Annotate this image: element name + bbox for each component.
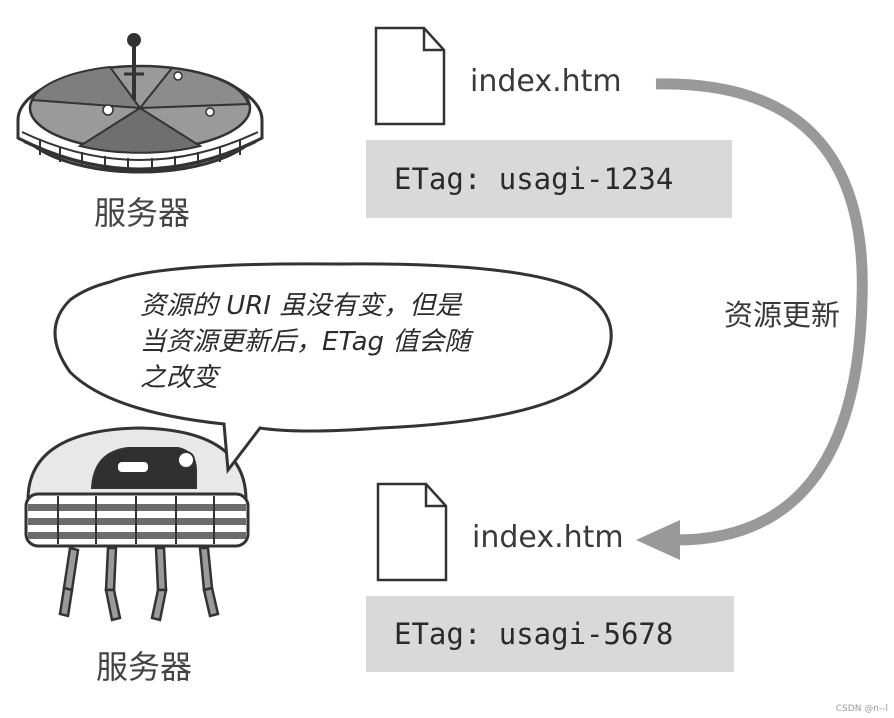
speech-bubble-line-3: 之改变 (140, 363, 219, 393)
speech-bubble-line-1: 资源的 URI 虽没有变，但是 (140, 291, 462, 321)
file-name-bottom: index.htm (472, 520, 624, 555)
server-robot-icon (24, 426, 250, 622)
speech-bubble-line-2: 当资源更新后，ETag 值会随 (140, 327, 471, 357)
etag-value-bottom: ETag: usagi-5678 (394, 617, 674, 651)
update-arrow-label: 资源更新 (724, 298, 841, 332)
update-arrow (636, 78, 868, 560)
etag-box-top: ETag: usagi-1234 (366, 140, 732, 218)
server-disc-icon (16, 33, 264, 174)
server-label-top: 服务器 (94, 194, 191, 232)
file-name-top: index.htm (470, 64, 622, 99)
server-label-bottom: 服务器 (96, 648, 193, 686)
file-icon (374, 26, 446, 126)
watermark: CSDN @n--l (835, 704, 888, 714)
etag-box-bottom: ETag: usagi-5678 (366, 596, 734, 672)
speech-bubble (53, 262, 613, 474)
file-icon (376, 482, 448, 582)
etag-value-top: ETag: usagi-1234 (394, 162, 674, 196)
